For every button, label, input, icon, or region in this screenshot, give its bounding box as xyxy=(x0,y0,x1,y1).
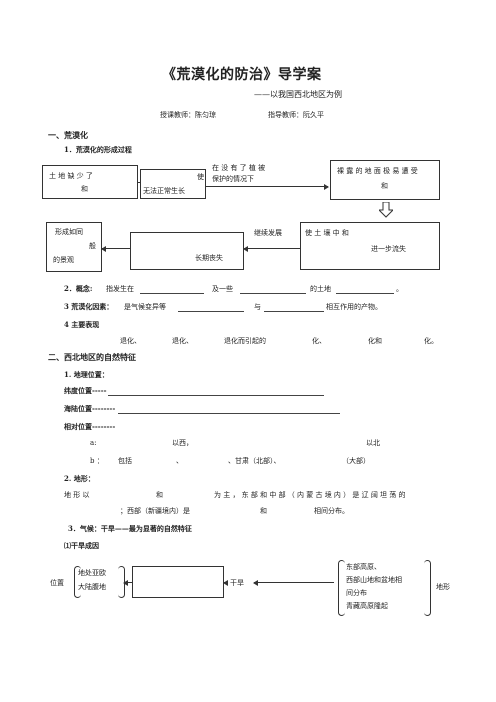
flow-box-6: 使 土 壤 中 和 进一步流失 xyxy=(300,222,440,270)
section2-heading: 二、西北地区的自然特征 xyxy=(48,352,136,362)
section2-item2: 2. 地形： xyxy=(64,474,95,483)
cause-terrain-label: 地形 xyxy=(436,583,450,591)
flow-box-3: 裸 露 的 地 面 极 易 遭 受 和 xyxy=(330,160,440,200)
flow-arrow-3 xyxy=(101,246,130,252)
blank xyxy=(240,293,306,294)
cause-right-brace-close xyxy=(424,560,431,616)
flow-box-1-line1: 土 地 缺 少 了 xyxy=(49,172,93,180)
cause-arid: 干旱 xyxy=(230,579,244,587)
cause-arrow-mid xyxy=(223,580,228,586)
cause-box xyxy=(132,566,224,598)
flow-label-protect-1: 在 没 有 了 植 被 xyxy=(212,164,266,172)
concept-text-d: 。 xyxy=(396,285,403,293)
manifest-d: 化、 xyxy=(312,337,326,345)
blank xyxy=(178,311,244,312)
relative-a-label: a: xyxy=(90,439,97,447)
manifest-b: 退化、 xyxy=(172,337,193,345)
flow-box-4-line3: 的景观 xyxy=(53,256,74,264)
section2-item3-sub: ⑴干旱成因 xyxy=(64,541,99,550)
cause-arrow-right xyxy=(253,580,334,586)
cause-arrow-left xyxy=(123,580,132,586)
section1-item1: 1．荒漠化的形成过程 xyxy=(64,145,132,154)
flow-label-continue: 继续发展 xyxy=(254,229,282,237)
page-subtitle: ——以我国西北地区为例 xyxy=(254,90,342,99)
cause-terrain-2: 西部山地和盆地相 xyxy=(346,576,402,584)
cause-pos-1: 地处亚欧 xyxy=(78,569,106,577)
flow-label-protect-2: 保护的情况下 xyxy=(212,175,254,183)
guide-teacher-name: 指导教师：阮久平 xyxy=(268,111,324,119)
flow-box-2-top: 使 xyxy=(197,173,204,181)
relative-b-1: 包括 xyxy=(118,457,132,465)
blank xyxy=(118,413,340,414)
flow-box-2: 使 无法正常生长 xyxy=(140,169,206,199)
concept-text-a: 指发生在 xyxy=(106,285,134,293)
flow-box-1: 土 地 缺 少 了 和 xyxy=(42,165,138,199)
terrain-1: 地 形 以 xyxy=(64,491,90,499)
cause-terrain-3: 间分布 xyxy=(346,589,367,597)
blank xyxy=(264,311,324,312)
flow-arrow-2 xyxy=(206,184,329,190)
factors-text-a: 是气候变异等 xyxy=(124,303,166,311)
concept-text-c: 的土地 xyxy=(310,285,331,293)
flow-box-6-line2: 进一步流失 xyxy=(371,245,406,253)
manifest-f: 化。 xyxy=(424,337,438,345)
relative-a-2: 以北 xyxy=(366,439,380,447)
teacher-name: 授课教师：陈匀琼 xyxy=(160,111,216,119)
terrain-3: 为 主 ， 东 部 和 中 部 （ 内 蒙 古 境 内 ） 是 辽 阔 坦 荡 … xyxy=(214,491,406,499)
factors-text-c: 相互作用的产物。 xyxy=(326,303,382,311)
flow-box-3-line2: 和 xyxy=(381,182,388,190)
cause-terrain-1: 东部高原、 xyxy=(346,563,381,571)
terrain-2: 和 xyxy=(156,491,163,499)
cause-position-label: 位置 xyxy=(50,579,64,587)
flow-box-2-text: 无法正常生长 xyxy=(143,187,185,195)
factors-text-b: 与 xyxy=(254,303,261,311)
relative-label: 相对位置-------- xyxy=(64,422,116,431)
cause-left-brace xyxy=(74,566,81,598)
relative-a-1: 以西， xyxy=(172,439,193,447)
flow-box-4: 形成如同 般 的景观 xyxy=(46,222,102,272)
manifest-label: 4 主要表现 xyxy=(64,320,100,329)
flow-box-1-line2: 和 xyxy=(81,185,88,193)
manifest-c: 退化而引起的 xyxy=(224,337,266,345)
manifest-e: 化和 xyxy=(368,337,382,345)
manifest-a: 退化、 xyxy=(120,337,141,345)
blank xyxy=(336,293,394,294)
terrain-4: ；西部（新疆境内）是 xyxy=(120,507,190,515)
section2-item3: 3．气候：干旱——最为显著的自然特征 xyxy=(68,524,192,533)
flow-arrow-4 xyxy=(243,246,300,252)
flow-box-4-line1: 形成如同 xyxy=(55,228,83,236)
section1-heading: 一、荒漠化 xyxy=(48,130,88,140)
relative-b-label: b ： xyxy=(90,457,104,465)
cause-pos-2: 大陆腹地 xyxy=(78,583,106,591)
concept-text-b: 及一些 xyxy=(212,285,233,293)
cause-right-brace-open xyxy=(338,560,345,616)
relative-b-4: （大部） xyxy=(342,457,370,465)
terrain-5: 和 xyxy=(260,507,267,515)
flow-box-5: 长期丧失 xyxy=(130,232,244,270)
latitude-label: 纬度位置----- xyxy=(64,386,107,395)
relative-b-3: 、甘肃（北部）、 xyxy=(228,457,281,465)
relative-b-2: 、 xyxy=(176,457,183,465)
page-title: 《荒漠化的防治》导学案 xyxy=(162,67,322,83)
section2-item1: 1. 地理位置： xyxy=(64,370,109,379)
sea-land-label: 海陆位置-------- xyxy=(64,404,116,413)
blank xyxy=(140,293,204,294)
flow-box-3-line1: 裸 露 的 地 面 极 易 遭 受 xyxy=(337,167,418,175)
blank xyxy=(108,395,324,396)
terrain-6: 相间分布。 xyxy=(314,507,349,515)
factors-label: 3 荒漠化因素： xyxy=(64,302,114,311)
flow-box-6-line1: 使 土 壤 中 和 xyxy=(305,229,349,237)
flow-arrow-down xyxy=(377,201,395,222)
cause-terrain-4: 青藏高原隆起 xyxy=(346,602,388,610)
flow-box-4-line2: 般 xyxy=(89,242,96,250)
flow-box-5-text: 长期丧失 xyxy=(195,254,223,262)
concept-label: 2．概念: xyxy=(64,284,93,293)
